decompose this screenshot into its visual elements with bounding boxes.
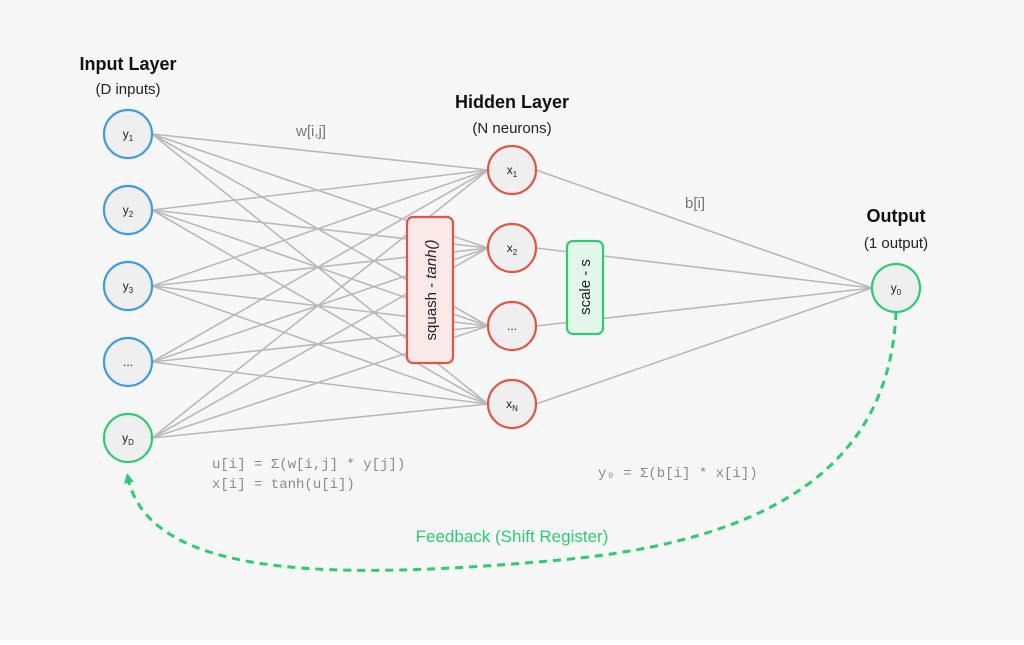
feedback-label: Feedback (Shift Register) (416, 527, 609, 546)
hidden-node-1-label: x1 (507, 163, 518, 179)
scale-label: scale - s (577, 259, 594, 315)
edge-input-4-hidden-4 (151, 361, 489, 405)
weights-in-label: w[i,j] (295, 123, 326, 140)
input-layer-subtitle: (D inputs) (95, 81, 160, 98)
hidden-node-2: x2 (486, 222, 538, 274)
edge-input-2-hidden-1 (151, 169, 489, 211)
input-layer-title: Input Layer (79, 54, 176, 74)
hidden-equation-1: u[i] = Σ(w[i,j] * y[j]) (212, 457, 405, 473)
edge-hidden-1-output (535, 169, 873, 289)
hidden-layer-title: Hidden Layer (455, 92, 569, 112)
edge-input-3-hidden-1 (151, 169, 489, 287)
neuron-nodes: y1 y2 y3... yD x1 x2... xN y0 (102, 108, 922, 464)
output-node-circle (870, 262, 922, 314)
hidden-node-4-circle (486, 378, 538, 430)
hidden-node-1: x1 (486, 144, 538, 196)
hidden-node-1-circle (486, 144, 538, 196)
input-node-3-label: y3 (123, 279, 134, 295)
input-node-2: y2 (102, 184, 154, 236)
input-node-2-circle (102, 184, 154, 236)
input-node-4-label: ... (123, 355, 133, 369)
edge-input-5-hidden-4 (151, 403, 489, 439)
input-node-5-label: yD (122, 431, 134, 447)
input-node-1: y1 (102, 108, 154, 160)
weights-out-label: b[i] (685, 195, 705, 212)
hidden-node-3-label: ... (507, 319, 517, 333)
hidden-node-4-label: xN (506, 397, 518, 413)
scale-box (565, 239, 605, 336)
output-layer-subtitle: (1 output) (864, 235, 928, 252)
output-layer-title: Output (867, 206, 926, 226)
input-node-2-label: y2 (123, 203, 134, 219)
input-node-4-circle (102, 336, 154, 388)
edge-input-3-hidden-4 (151, 285, 489, 405)
edge-input-1-hidden-1 (151, 133, 489, 171)
edge-hidden-4-output (535, 287, 873, 405)
hidden-equation-2: x[i] = tanh(u[i]) (212, 477, 355, 493)
feedback-arrow (124, 311, 898, 572)
hidden-layer-subtitle: (N neurons) (472, 120, 551, 137)
input-node-1-label: y1 (123, 127, 134, 143)
edge-input-4-hidden-1 (151, 169, 489, 363)
squash-box (405, 215, 455, 365)
squash-label: squash - tanh() (423, 240, 440, 341)
input-node-3: y3 (102, 260, 154, 312)
hidden-node-2-circle (486, 222, 538, 274)
output-node-label: y0 (891, 281, 902, 297)
hidden-node-3-circle (486, 300, 538, 352)
output-equation: y₀ = Σ(b[i] * x[i]) (598, 466, 758, 482)
input-node-5-circle (102, 412, 154, 464)
hidden-node-3: ... (486, 300, 538, 352)
output-node: y0 (870, 262, 922, 314)
input-node-5: yD (102, 412, 154, 464)
input-node-3-circle (102, 260, 154, 312)
input-node-4: ... (102, 336, 154, 388)
input-node-1-circle (102, 108, 154, 160)
hidden-node-2-label: x2 (507, 241, 518, 257)
edge-input-2-hidden-4 (151, 209, 489, 405)
hidden-node-4: xN (486, 378, 538, 430)
edge-input-5-hidden-1 (151, 169, 489, 439)
